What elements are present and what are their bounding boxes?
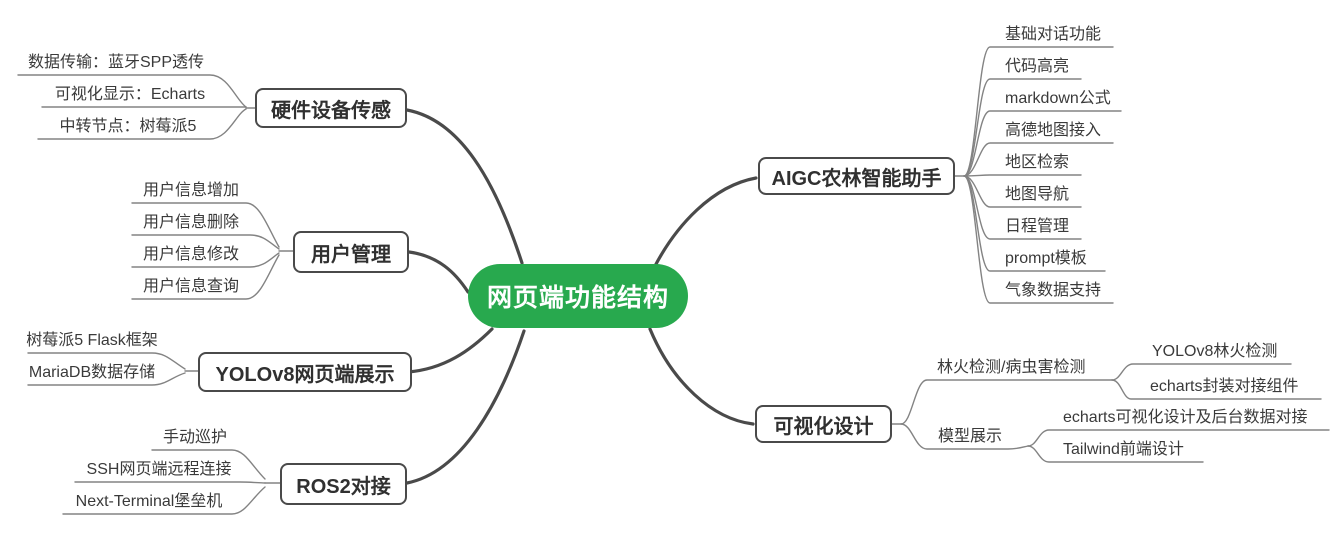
leaf-user-0[interactable]: 用户信息增加: [142, 182, 239, 199]
leaf-user-3[interactable]: 用户信息查询: [142, 278, 239, 295]
leaf-aigc-1[interactable]: 代码高亮: [1005, 58, 1070, 75]
topic-user[interactable]: 用户管理: [293, 231, 409, 273]
topic-aigc[interactable]: AIGC农林智能助手: [758, 157, 955, 195]
subtopic-model[interactable]: 模型展示: [938, 428, 1003, 445]
leaf-aigc-8[interactable]: 气象数据支持: [1005, 282, 1102, 299]
leaf-yolo-0[interactable]: 树莓派5 Flask框架: [26, 332, 158, 349]
topic-visual[interactable]: 可视化设计: [755, 405, 892, 443]
leaf-aigc-5[interactable]: 地图导航: [1005, 186, 1070, 203]
leaf-model-0[interactable]: echarts可视化设计及后台数据对接: [1063, 409, 1308, 426]
subtopic-detect[interactable]: 林火检测/病虫害检测: [937, 359, 1086, 376]
leaf-user-1[interactable]: 用户信息删除: [142, 214, 239, 231]
leaf-aigc-6[interactable]: 日程管理: [1005, 218, 1070, 235]
leaf-hardware-2[interactable]: 中转节点：树莓派5: [59, 118, 197, 135]
leaf-aigc-0[interactable]: 基础对话功能: [1005, 26, 1102, 43]
leaf-model-1[interactable]: Tailwind前端设计: [1063, 441, 1184, 458]
leaf-ros-2[interactable]: Next-Terminal堡垒机: [75, 493, 223, 510]
root-topic[interactable]: 网页端功能结构: [468, 264, 688, 328]
leaf-aigc-2[interactable]: markdown公式: [1005, 90, 1111, 107]
leaf-connectors: [17, 46, 1330, 515]
topic-hardware[interactable]: 硬件设备传感: [255, 88, 407, 128]
leaf-detect-1[interactable]: echarts封装对接组件: [1150, 378, 1299, 395]
leaf-yolo-1[interactable]: MariaDB数据存储: [28, 364, 156, 381]
leaf-detect-0[interactable]: YOLOv8林火检测: [1152, 343, 1278, 360]
topic-ros[interactable]: ROS2对接: [280, 463, 407, 505]
leaf-aigc-4[interactable]: 地区检索: [1005, 154, 1070, 171]
leaf-aigc-3[interactable]: 高德地图接入: [1005, 122, 1102, 139]
leaf-aigc-7[interactable]: prompt模板: [1005, 250, 1087, 267]
branch-curves: [405, 108, 758, 485]
leaf-user-2[interactable]: 用户信息修改: [142, 246, 239, 263]
leaf-ros-0[interactable]: 手动巡护: [162, 429, 227, 446]
leaf-hardware-1[interactable]: 可视化显示：Echarts: [54, 86, 206, 103]
leaf-ros-1[interactable]: SSH网页端远程连接: [86, 461, 232, 478]
leaf-hardware-0[interactable]: 数据传输：蓝牙SPP透传: [27, 54, 205, 71]
topic-yolo[interactable]: YOLOv8网页端展示: [198, 352, 412, 392]
